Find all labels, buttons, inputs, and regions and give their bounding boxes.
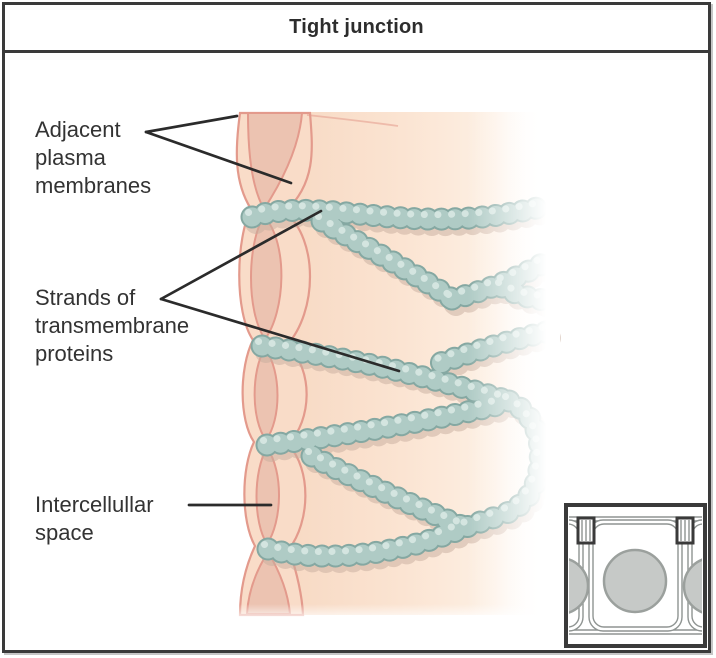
figure-title-bar: Tight junction xyxy=(5,5,708,53)
label-intercellular-space: Intercellullar space xyxy=(35,492,154,545)
label-strands-of-transmembrane-proteins: Strands of transmembrane proteins xyxy=(35,285,190,366)
figure-title: Tight junction xyxy=(289,16,424,38)
label-adjacent-plasma-membranes: Adjacent plasma membranes xyxy=(35,117,152,198)
